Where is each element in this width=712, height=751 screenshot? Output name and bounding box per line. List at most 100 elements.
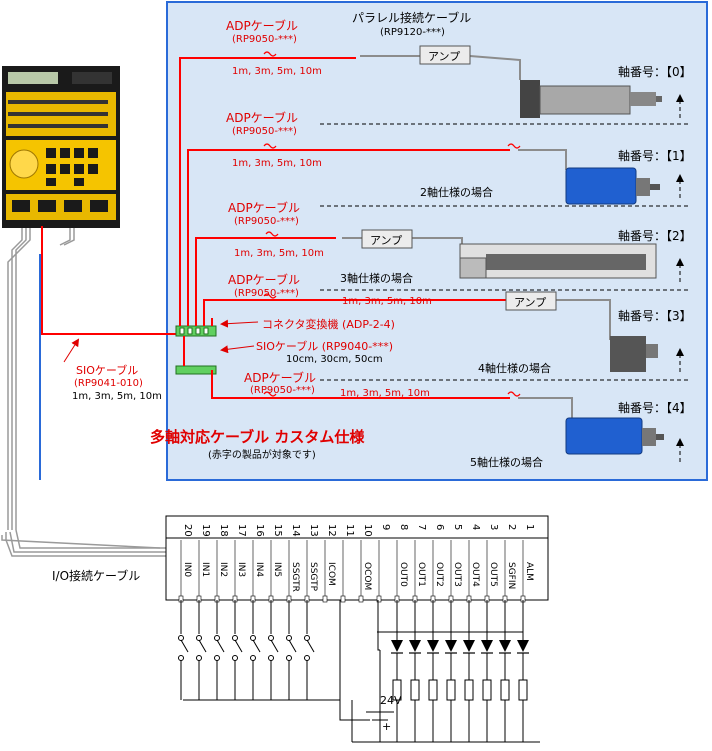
supply-plus: + xyxy=(382,720,391,733)
input-switches xyxy=(178,600,315,700)
io-pin-number: 16 xyxy=(254,524,265,537)
axis-4-spec: 5軸仕様の場合 xyxy=(470,455,543,469)
adp-cable-0-lengths: 1m, 3m, 5m, 10m xyxy=(232,66,322,77)
sio-long-title: SIOケーブル xyxy=(76,363,138,377)
sio-long-part: (RP9041-010) xyxy=(74,378,143,389)
io-cable-label: I/O接続ケーブル xyxy=(52,568,140,583)
motor-axis-0 xyxy=(520,80,662,118)
input-switch xyxy=(250,600,261,700)
io-pin-terminal xyxy=(358,595,364,603)
axis-1-label: 軸番号：【1】 xyxy=(618,149,692,163)
io-pin-terminal xyxy=(340,595,346,603)
output-diode xyxy=(481,600,493,742)
amp-box-3 xyxy=(505,291,557,311)
io-pin-signal: OUT0 xyxy=(398,562,408,587)
axis-separators xyxy=(320,94,690,462)
io-pin-number: 18 xyxy=(218,524,229,537)
amp-label-2: アンプ xyxy=(370,234,402,247)
input-switch xyxy=(286,600,297,700)
converter-label: コネクタ変換機 (ADP-2-4) xyxy=(262,317,395,331)
axis-2-spec: 3軸仕様の場合 xyxy=(340,271,413,285)
parallel-cable-part: (RP9120-***) xyxy=(380,27,445,38)
io-pin-number: 12 xyxy=(326,524,337,537)
output-diode xyxy=(427,600,439,742)
axis-3-spec: 4軸仕様の場合 xyxy=(478,361,551,375)
amp-box-2 xyxy=(361,229,413,249)
io-pin-columns: 20IN019IN118IN217IN316IN415IN514SSGTR13S… xyxy=(178,524,535,603)
io-pin-signal: SSGTR xyxy=(290,562,300,592)
input-switch xyxy=(214,600,225,700)
io-pin-signal: ICOM xyxy=(326,562,336,586)
axis-4-label: 軸番号：【4】 xyxy=(618,401,692,415)
sio-cable-trunk xyxy=(41,226,176,335)
io-pin-number: 7 xyxy=(416,524,427,530)
adp-cable-3-title: ADPケーブル xyxy=(228,272,300,287)
io-pin-number: 1 xyxy=(524,524,535,530)
axis-3-label: 軸番号：【3】 xyxy=(618,309,692,323)
cable-length-marks xyxy=(263,51,521,397)
adp-cable-1-title: ADPケーブル xyxy=(226,110,298,125)
io-pin-number: 2 xyxy=(506,524,517,530)
parallel-cable-title: パラレル接続ケーブル xyxy=(352,10,471,25)
controller-dial xyxy=(9,149,39,179)
output-diode xyxy=(445,600,457,742)
sio-long-lengths: 1m, 3m, 5m, 10m xyxy=(72,391,162,402)
motor-axis-1 xyxy=(565,167,660,205)
output-diode xyxy=(409,600,421,742)
adp-cable-lines xyxy=(179,57,510,399)
io-pin-signal: OUT3 xyxy=(452,562,462,587)
input-switch xyxy=(304,600,315,700)
io-connector xyxy=(165,515,549,601)
io-pin-number: 9 xyxy=(380,524,391,530)
io-pin-signal: OUT4 xyxy=(470,562,480,587)
io-pin-signal: IN4 xyxy=(254,562,264,577)
controller-lcd xyxy=(8,72,58,84)
output-diode xyxy=(463,600,475,742)
adp-cable-1-lengths: 1m, 3m, 5m, 10m xyxy=(232,158,322,169)
amp-box-0 xyxy=(419,45,471,65)
input-switch xyxy=(178,600,189,700)
sio-short-connector xyxy=(175,365,217,375)
io-pin-number: 5 xyxy=(452,524,463,530)
custom-spec-title: 多軸対応ケーブル カスタム仕様 xyxy=(150,428,365,446)
io-pin-number: 4 xyxy=(470,524,481,530)
amp-boxes xyxy=(361,45,557,311)
io-pin-terminal xyxy=(322,595,328,603)
io-pin-number: 19 xyxy=(200,524,211,537)
output-diode xyxy=(391,600,403,742)
adp-cable-3-part: (RP9050-***) xyxy=(234,288,299,299)
pointer-arrows xyxy=(63,319,259,363)
controller-unit xyxy=(2,66,120,228)
input-switch xyxy=(232,600,243,700)
io-pin-terminal xyxy=(376,595,382,603)
output-diodes xyxy=(377,600,529,742)
supply-voltage: 24V xyxy=(380,694,402,707)
controller-cable-bundle xyxy=(1,228,170,557)
io-pin-signal: IN0 xyxy=(182,562,192,577)
adp-cable-0-title: ADPケーブル xyxy=(226,18,298,33)
io-pin-signal: OUT2 xyxy=(434,562,444,587)
io-pin-signal: IN3 xyxy=(236,562,246,577)
sio-short-lengths: 10cm, 30cm, 50cm xyxy=(286,354,383,365)
adp-cable-2-title: ADPケーブル xyxy=(228,200,300,215)
adp-cable-0-part: (RP9050-***) xyxy=(232,34,297,45)
adp-cable-2-part: (RP9050-***) xyxy=(234,216,299,227)
io-pin-signal: IN1 xyxy=(200,562,210,577)
io-pin-number: 20 xyxy=(182,524,193,537)
io-pin-number: 3 xyxy=(488,524,499,530)
io-pin-signal: SSGTP xyxy=(308,562,318,592)
io-pin-number: 11 xyxy=(344,524,355,537)
io-pin-number: 13 xyxy=(308,524,319,537)
io-pin-number: 6 xyxy=(434,524,445,530)
motor-axis-2 xyxy=(459,243,657,279)
adp-cable-3-lengths: 1m, 3m, 5m, 10m xyxy=(342,296,432,307)
adp-cable-4-lengths: 1m, 3m, 5m, 10m xyxy=(340,388,430,399)
axis-1-spec: 2軸仕様の場合 xyxy=(420,185,493,199)
io-pin-signal: OCOM xyxy=(362,562,372,590)
motor-axis-4 xyxy=(565,417,664,455)
io-pin-number: 15 xyxy=(272,524,283,537)
io-pin-number: 17 xyxy=(236,524,247,537)
io-pin-signal: ALM xyxy=(524,562,534,581)
amp-label-0: アンプ xyxy=(428,50,460,63)
